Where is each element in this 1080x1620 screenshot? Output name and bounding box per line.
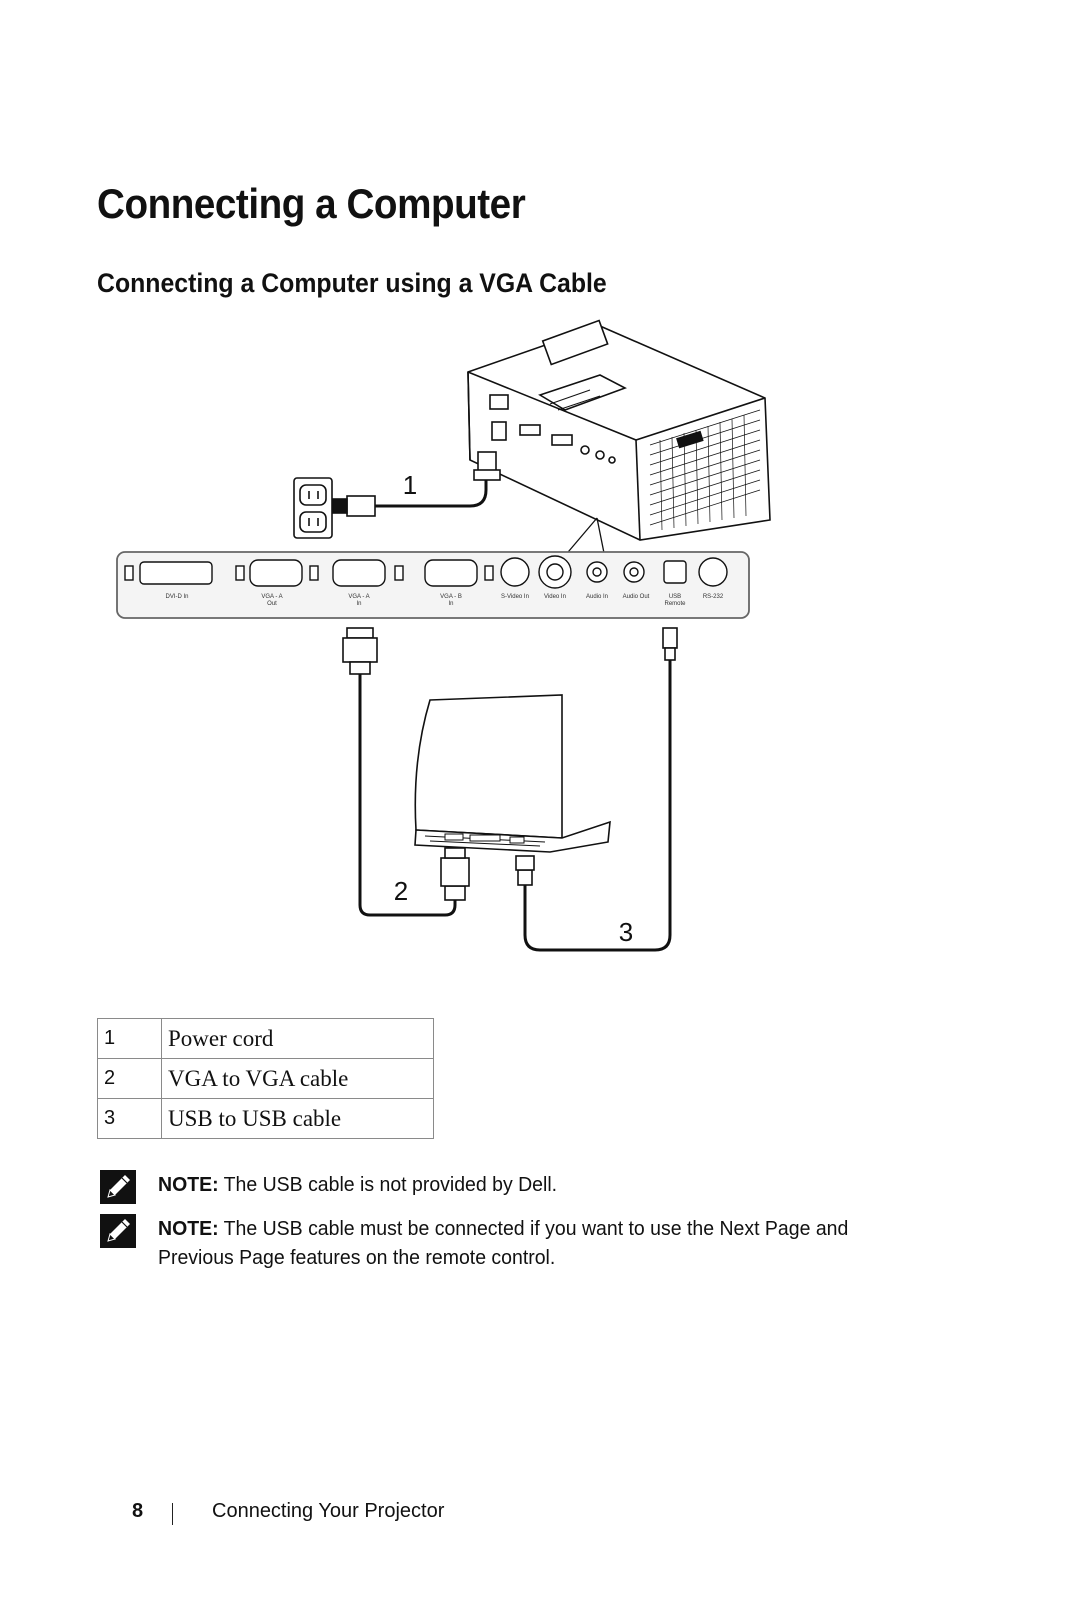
page-number: 8 (132, 1500, 144, 1522)
svg-text:Out: Out (267, 601, 277, 607)
svg-text:DVI-D In: DVI-D In (165, 594, 188, 600)
vga-connector-bottom (440, 847, 470, 901)
table-row: 1 Power cord (97, 1018, 434, 1059)
vga-connector-top (342, 627, 378, 675)
svg-text:VGA - B: VGA - B (440, 594, 462, 600)
svg-text:USB: USB (669, 594, 681, 600)
connection-diagram: DVI-D In VGA - A Out VGA - A In VGA - B … (116, 319, 771, 952)
callout-1: 1 (403, 470, 417, 500)
laptop-illustration (414, 694, 611, 853)
legend-table: 1 Power cord 2 VGA to VGA cable 3 USB to… (97, 1018, 434, 1139)
vga-cable (358, 674, 457, 917)
port-labels: DVI-D In VGA - A Out VGA - A In VGA - B … (165, 594, 723, 607)
note: NOTE: The USB cable must be connected if… (100, 1214, 960, 1272)
legend-description: VGA to VGA cable (161, 1058, 434, 1099)
note-text: The USB cable must be connected if you w… (158, 1217, 849, 1269)
section-subtitle: Connecting a Computer using a VGA Cable (97, 268, 607, 298)
svg-text:In: In (448, 601, 453, 607)
svg-text:S-Video In: S-Video In (501, 594, 529, 600)
svg-text:Audio Out: Audio Out (623, 594, 650, 600)
usb-cable (523, 660, 672, 952)
usb-connector-bottom (515, 855, 535, 886)
usb-connector-top (662, 627, 678, 661)
note-label: NOTE: (158, 1217, 219, 1240)
note-label: NOTE: (158, 1173, 219, 1196)
svg-text:In: In (356, 601, 361, 607)
note: NOTE: The USB cable is not provided by D… (100, 1170, 960, 1204)
svg-text:Audio In: Audio In (586, 594, 608, 600)
legend-description: Power cord (161, 1018, 434, 1059)
svg-text:RS-232: RS-232 (703, 594, 724, 600)
svg-text:VGA - A: VGA - A (261, 594, 282, 600)
port-connectors (124, 555, 728, 589)
legend-description: USB to USB cable (161, 1098, 434, 1139)
note-text: The USB cable is not provided by Dell. (218, 1173, 558, 1196)
table-row: 3 USB to USB cable (97, 1098, 434, 1139)
legend-number: 3 (97, 1098, 162, 1139)
svg-text:Video In: Video In (544, 594, 566, 600)
page-title: Connecting a Computer (97, 180, 526, 227)
svg-text:Remote: Remote (664, 601, 686, 607)
footer-divider (172, 1503, 173, 1525)
projector-illustration (467, 319, 771, 541)
legend-number: 1 (97, 1018, 162, 1059)
callout-2: 2 (394, 876, 408, 906)
legend-number: 2 (97, 1058, 162, 1099)
power-cord (375, 475, 488, 508)
note-pencil-icon (100, 1214, 136, 1248)
svg-text:VGA - A: VGA - A (348, 594, 369, 600)
note-pencil-icon (100, 1170, 136, 1204)
table-row: 2 VGA to VGA cable (97, 1058, 434, 1099)
power-outlet-illustration (293, 477, 376, 539)
chapter-title: Connecting Your Projector (212, 1500, 445, 1522)
callout-3: 3 (619, 917, 633, 947)
power-plug (473, 451, 501, 481)
